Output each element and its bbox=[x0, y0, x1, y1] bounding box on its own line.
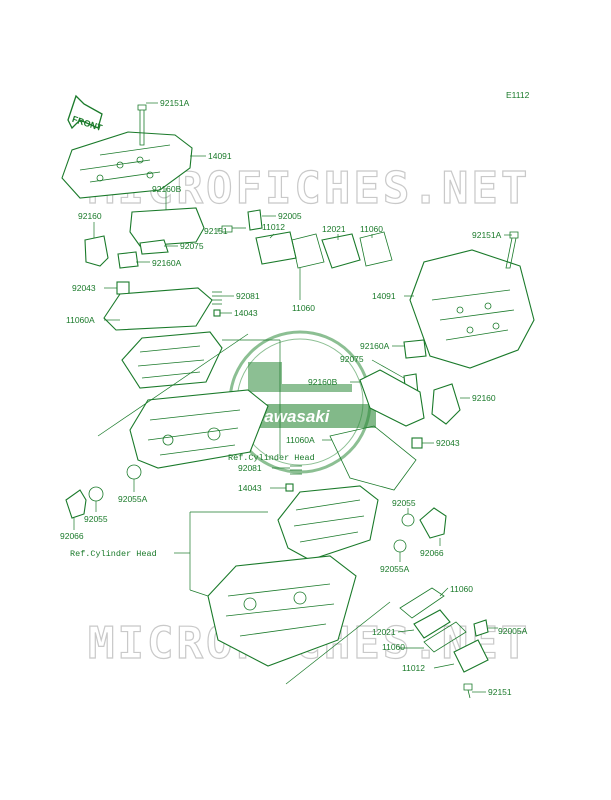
o-ring-92055a-right bbox=[393, 539, 407, 553]
label-92055a-left: 92055A bbox=[118, 494, 148, 504]
label-12021-top: 12021 bbox=[322, 224, 346, 234]
gasket-11060-bottom bbox=[399, 587, 445, 619]
cylinder-head-left bbox=[129, 389, 269, 469]
label-11060-mid: 11060 bbox=[292, 303, 315, 313]
plug-92066-right bbox=[419, 507, 447, 539]
fitting-92005a bbox=[473, 619, 489, 637]
leader-lines bbox=[73, 102, 512, 693]
bolt-92151-bottom bbox=[463, 683, 473, 699]
bolt-92151a-right bbox=[505, 231, 519, 269]
rocker-holder-right bbox=[277, 485, 379, 561]
cover-92160b-right bbox=[359, 369, 425, 427]
label-92043-left: 92043 bbox=[72, 283, 96, 293]
cylinder-head-cover-left bbox=[61, 131, 193, 199]
pin-14043-left bbox=[213, 309, 221, 317]
label-92151a-right: 92151A bbox=[472, 230, 502, 240]
o-ring-92055-left bbox=[88, 486, 104, 502]
label-92055-left: 92055 bbox=[84, 514, 108, 524]
label-92043-right: 92043 bbox=[436, 438, 460, 448]
label-92160a-left: 92160A bbox=[152, 258, 182, 268]
spring-92081-left bbox=[212, 291, 222, 305]
label-92075-left: 92075 bbox=[180, 241, 204, 251]
plate-12021-top bbox=[321, 233, 361, 269]
label-11060-bottom2: 11060 bbox=[382, 642, 405, 652]
breather-cover-11012-top bbox=[255, 231, 297, 265]
label-14091-top: 14091 bbox=[208, 151, 232, 161]
label-11060a-left: 11060A bbox=[66, 315, 95, 325]
label-11012-bottom: 11012 bbox=[402, 663, 425, 673]
gasket-11060-mid bbox=[291, 233, 325, 269]
o-ring-92055-right bbox=[401, 513, 415, 527]
collar-92043-left bbox=[116, 281, 130, 295]
plug-92066-left bbox=[65, 489, 87, 519]
label-14091-right: 14091 bbox=[372, 291, 396, 301]
plate-12021-bottom bbox=[413, 609, 451, 639]
gasket-11060a-left bbox=[103, 287, 213, 331]
label-11060-bottom: 11060 bbox=[450, 584, 473, 594]
label-92005: 92005 bbox=[278, 211, 302, 221]
label-92160b-right: 92160B bbox=[308, 377, 338, 387]
label-ref-cylinder-head-1: Ref.Cylinder Head bbox=[228, 453, 315, 463]
label-11012-top: 11012 bbox=[262, 222, 285, 232]
label-14043-left: 14043 bbox=[234, 308, 258, 318]
gasket-11060-top bbox=[359, 231, 393, 267]
o-ring-92055a-left bbox=[126, 464, 142, 480]
bolt-icon bbox=[137, 104, 147, 146]
label-14043-right: 14043 bbox=[238, 483, 262, 493]
damper-92075-left bbox=[139, 239, 169, 255]
label-11060a-right: 11060A bbox=[286, 435, 315, 445]
cover-92160-left bbox=[84, 235, 109, 267]
label-92160a-right: 92160A bbox=[360, 341, 390, 351]
label-11060-top: 11060 bbox=[360, 224, 383, 234]
cover-92160a-right bbox=[403, 339, 427, 359]
label-92160-left: 92160 bbox=[78, 211, 102, 221]
label-ref-cylinder-head-2: Ref.Cylinder Head bbox=[70, 549, 157, 559]
spring-92081-right bbox=[290, 465, 302, 475]
label-92160-right: 92160 bbox=[472, 393, 496, 403]
front-arrow-icon: FRONT bbox=[67, 94, 104, 133]
cover-92160-right bbox=[431, 383, 461, 425]
label-92151-bottom: 92151 bbox=[488, 687, 512, 697]
fitting-92005 bbox=[247, 209, 263, 231]
pin-14043-right bbox=[285, 483, 294, 492]
cylinder-head-cover-right bbox=[409, 249, 535, 369]
diagram-code: E1112 bbox=[506, 90, 530, 100]
label-92055a-right: 92055A bbox=[380, 564, 410, 574]
label-92066-right: 92066 bbox=[420, 548, 444, 558]
label-92151a-top: 92151A bbox=[160, 98, 190, 108]
label-92055-right: 92055 bbox=[392, 498, 416, 508]
label-92081-left: 92081 bbox=[236, 291, 260, 301]
cylinder-head-right bbox=[207, 555, 357, 667]
label-12021-bottom: 12021 bbox=[372, 627, 396, 637]
cover-92160a-left bbox=[117, 251, 139, 269]
label-92081-right: 92081 bbox=[238, 463, 262, 473]
label-92005a: 92005A bbox=[498, 626, 528, 636]
gasket-11060-bottom2 bbox=[423, 621, 467, 653]
label-92160b-top: 92160B bbox=[152, 184, 182, 194]
gasket-11060a-right bbox=[329, 425, 417, 491]
cover-92160b-left bbox=[129, 207, 205, 247]
rocker-holder-left bbox=[121, 331, 223, 389]
logo-text: Kawasaki bbox=[252, 407, 331, 426]
breather-cover-11012-bottom bbox=[453, 639, 489, 673]
bolt-92151-mid bbox=[221, 225, 246, 233]
collar-92043-right bbox=[411, 437, 423, 449]
label-92075-right: 92075 bbox=[340, 354, 364, 364]
label-92151-mid: 92151 bbox=[204, 226, 228, 236]
label-92066-left: 92066 bbox=[60, 531, 84, 541]
